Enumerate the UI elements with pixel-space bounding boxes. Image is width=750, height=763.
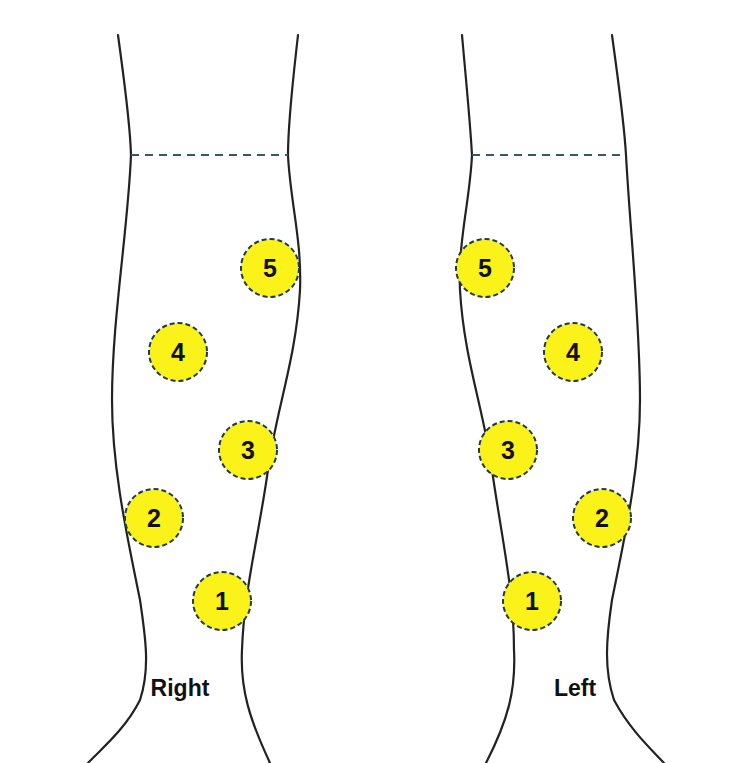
callout-number: 4 bbox=[171, 340, 185, 365]
callout-number: 1 bbox=[525, 589, 539, 614]
leg-outline bbox=[88, 35, 146, 763]
leg-outline bbox=[242, 35, 300, 763]
callout-number: 1 bbox=[215, 589, 229, 614]
site-marker-circle: 2 bbox=[123, 487, 185, 549]
callout-number: 3 bbox=[501, 438, 515, 463]
site-marker-circle: 5 bbox=[454, 237, 516, 299]
callout-number: 5 bbox=[478, 256, 492, 281]
side-label: Right bbox=[151, 675, 210, 702]
site-marker-circle: 2 bbox=[571, 487, 633, 549]
callout-number: 4 bbox=[566, 340, 580, 365]
site-marker-circle: 3 bbox=[217, 419, 279, 481]
site-marker-circle: 1 bbox=[191, 570, 253, 632]
boundary-line bbox=[472, 154, 626, 156]
callout-number: 5 bbox=[263, 256, 277, 281]
site-marker-circle: 5 bbox=[239, 237, 301, 299]
side-label: Left bbox=[554, 675, 596, 702]
site-marker-circle: 4 bbox=[147, 321, 209, 383]
boundary-line bbox=[131, 154, 288, 156]
site-marker-circle: 4 bbox=[542, 321, 604, 383]
callout-number: 2 bbox=[147, 506, 161, 531]
callout-number: 3 bbox=[241, 438, 255, 463]
leg-outline bbox=[460, 35, 515, 763]
leg-outline bbox=[607, 35, 664, 763]
site-marker-circle: 3 bbox=[477, 419, 539, 481]
site-marker-circle: 1 bbox=[501, 570, 563, 632]
callout-number: 2 bbox=[595, 506, 609, 531]
